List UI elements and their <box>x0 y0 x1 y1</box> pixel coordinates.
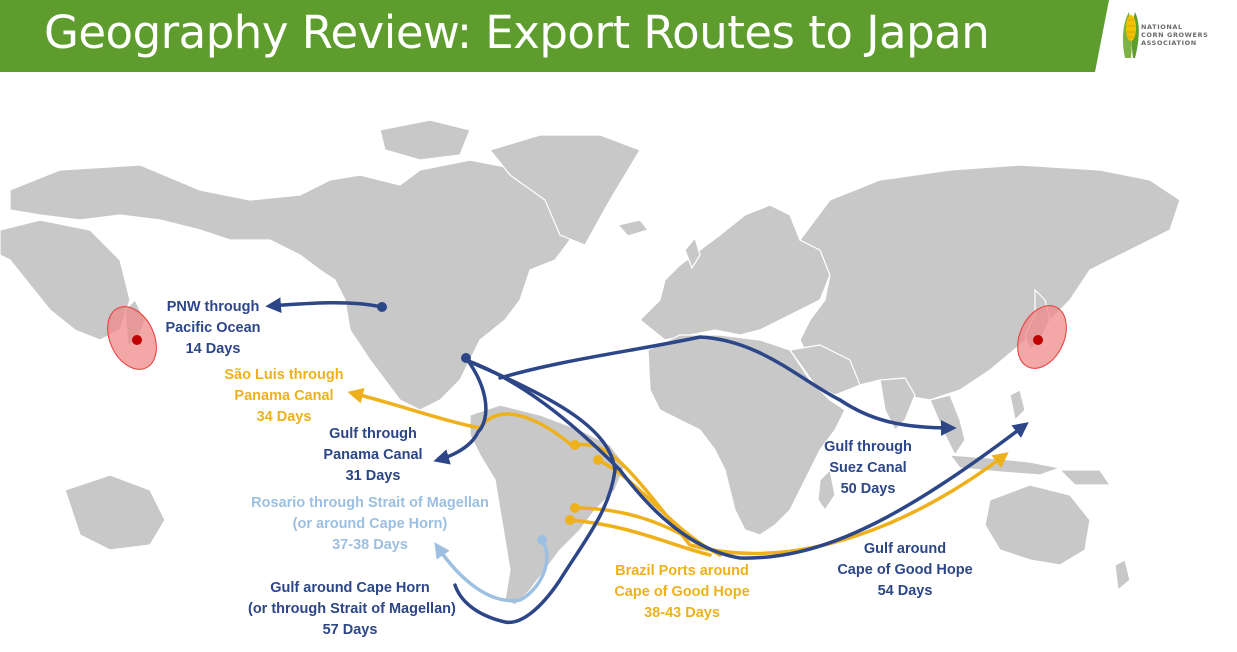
label-gulf-good-hope-route: Gulf around Cape of Good Hope 54 Days <box>830 539 980 602</box>
new-zealand <box>1114 559 1131 592</box>
logo-line-3: ASSOCIATION <box>1141 39 1197 47</box>
label-line: 34 Days <box>256 409 312 425</box>
label-line: Gulf around Cape Horn <box>270 580 430 596</box>
label-line: 31 Days <box>345 468 401 484</box>
brazil-ports <box>565 440 603 525</box>
logo-line-2: CORN GROWERS <box>1141 31 1209 39</box>
page-title: Geography Review: Export Routes to Japan <box>44 6 990 59</box>
australia <box>984 484 1091 566</box>
label-line: 50 Days <box>840 481 896 497</box>
title-bar: Geography Review: Export Routes to Japan… <box>0 0 1237 72</box>
southeast-asia <box>929 394 966 457</box>
route-brazil-good-hope-4 <box>568 518 712 557</box>
label-line: (or around Cape Horn) <box>292 516 448 532</box>
europe <box>639 204 831 341</box>
label-line: (or through Strait of Magellan) <box>248 601 456 617</box>
route-gulf-cape-horn <box>453 360 617 625</box>
label-line: 14 Days <box>185 341 241 357</box>
label-line: Gulf through <box>329 426 417 442</box>
label-line: Gulf through <box>824 439 912 455</box>
route-pnw-pacific <box>265 297 384 314</box>
route-gulf-panama <box>433 356 488 465</box>
label-line: 57 Days <box>322 622 378 638</box>
label-gulf-suez-route: Gulf through Suez Canal 50 Days <box>815 437 921 500</box>
label-rosario-route: Rosario through Strait of Magellan (or a… <box>242 493 498 556</box>
port-rosario <box>537 535 547 545</box>
japan-highlight-left <box>107 306 157 370</box>
label-line: Rosario through Strait of Magellan <box>251 495 489 511</box>
label-line: Panama Canal <box>323 447 423 463</box>
logo-line-1: NATIONAL <box>1141 23 1183 31</box>
north-america <box>9 159 571 411</box>
label-line: Brazil Ports around <box>615 563 749 579</box>
label-line: Suez Canal <box>829 460 907 476</box>
port-south-2 <box>565 515 575 525</box>
greenland <box>488 134 641 246</box>
label-line: 38-43 Days <box>644 605 720 621</box>
japan-marker-left <box>132 335 142 345</box>
label-gulf-cape-horn-route: Gulf around Cape Horn (or through Strait… <box>248 578 456 641</box>
corn-icon <box>1122 12 1139 58</box>
ncga-logo: NATIONAL CORN GROWERS ASSOCIATION <box>1095 0 1237 72</box>
label-brazil-good-hope-route: Brazil Ports around Cape of Good Hope 38… <box>608 561 756 624</box>
label-line: Panama Canal <box>234 388 334 404</box>
route-gulf-good-hope <box>464 358 1029 560</box>
label-line: 54 Days <box>877 583 933 599</box>
routes-gulf-pnw <box>265 297 1029 625</box>
route-rosario-magellan <box>434 538 549 603</box>
asia <box>799 164 1181 401</box>
label-line: Gulf around <box>863 541 947 557</box>
port-pnw <box>377 302 387 312</box>
port-sao-luis <box>570 440 580 450</box>
label-line: Pacific Ocean <box>165 320 261 336</box>
madagascar <box>817 468 836 512</box>
uk <box>684 236 701 270</box>
label-line: Cape of Good Hope <box>614 584 750 600</box>
philippines <box>1009 389 1026 422</box>
papua <box>1058 469 1112 486</box>
indonesia <box>948 454 1063 476</box>
logo-text: NATIONAL CORN GROWERS ASSOCIATION <box>1141 23 1231 47</box>
arctic-islands <box>379 119 471 161</box>
port-northeast <box>593 455 603 465</box>
label-line: PNW through <box>166 299 260 315</box>
india <box>879 377 916 432</box>
japan-marker-right <box>1033 335 1043 345</box>
alaska-east-asia-left <box>0 219 131 341</box>
world-map-area: PNW through Pacific Ocean 14 Days São Lu… <box>0 72 1237 652</box>
iceland <box>616 219 650 237</box>
port-gulf <box>461 353 471 363</box>
label-line: São Luis through <box>224 367 344 383</box>
label-gulf-panama-route: Gulf through Panama Canal 31 Days <box>316 424 430 487</box>
label-sao-luis-route: São Luis through Panama Canal 34 Days <box>216 365 352 428</box>
route-gulf-suez <box>498 335 957 436</box>
label-line: Cape of Good Hope <box>837 562 973 578</box>
australia-left <box>64 474 166 551</box>
label-line: 37-38 Days <box>332 537 408 553</box>
label-pnw-route: PNW through Pacific Ocean 14 Days <box>163 297 263 360</box>
world-map <box>0 119 1181 625</box>
port-south-1 <box>570 503 580 513</box>
landmasses <box>0 119 1181 606</box>
